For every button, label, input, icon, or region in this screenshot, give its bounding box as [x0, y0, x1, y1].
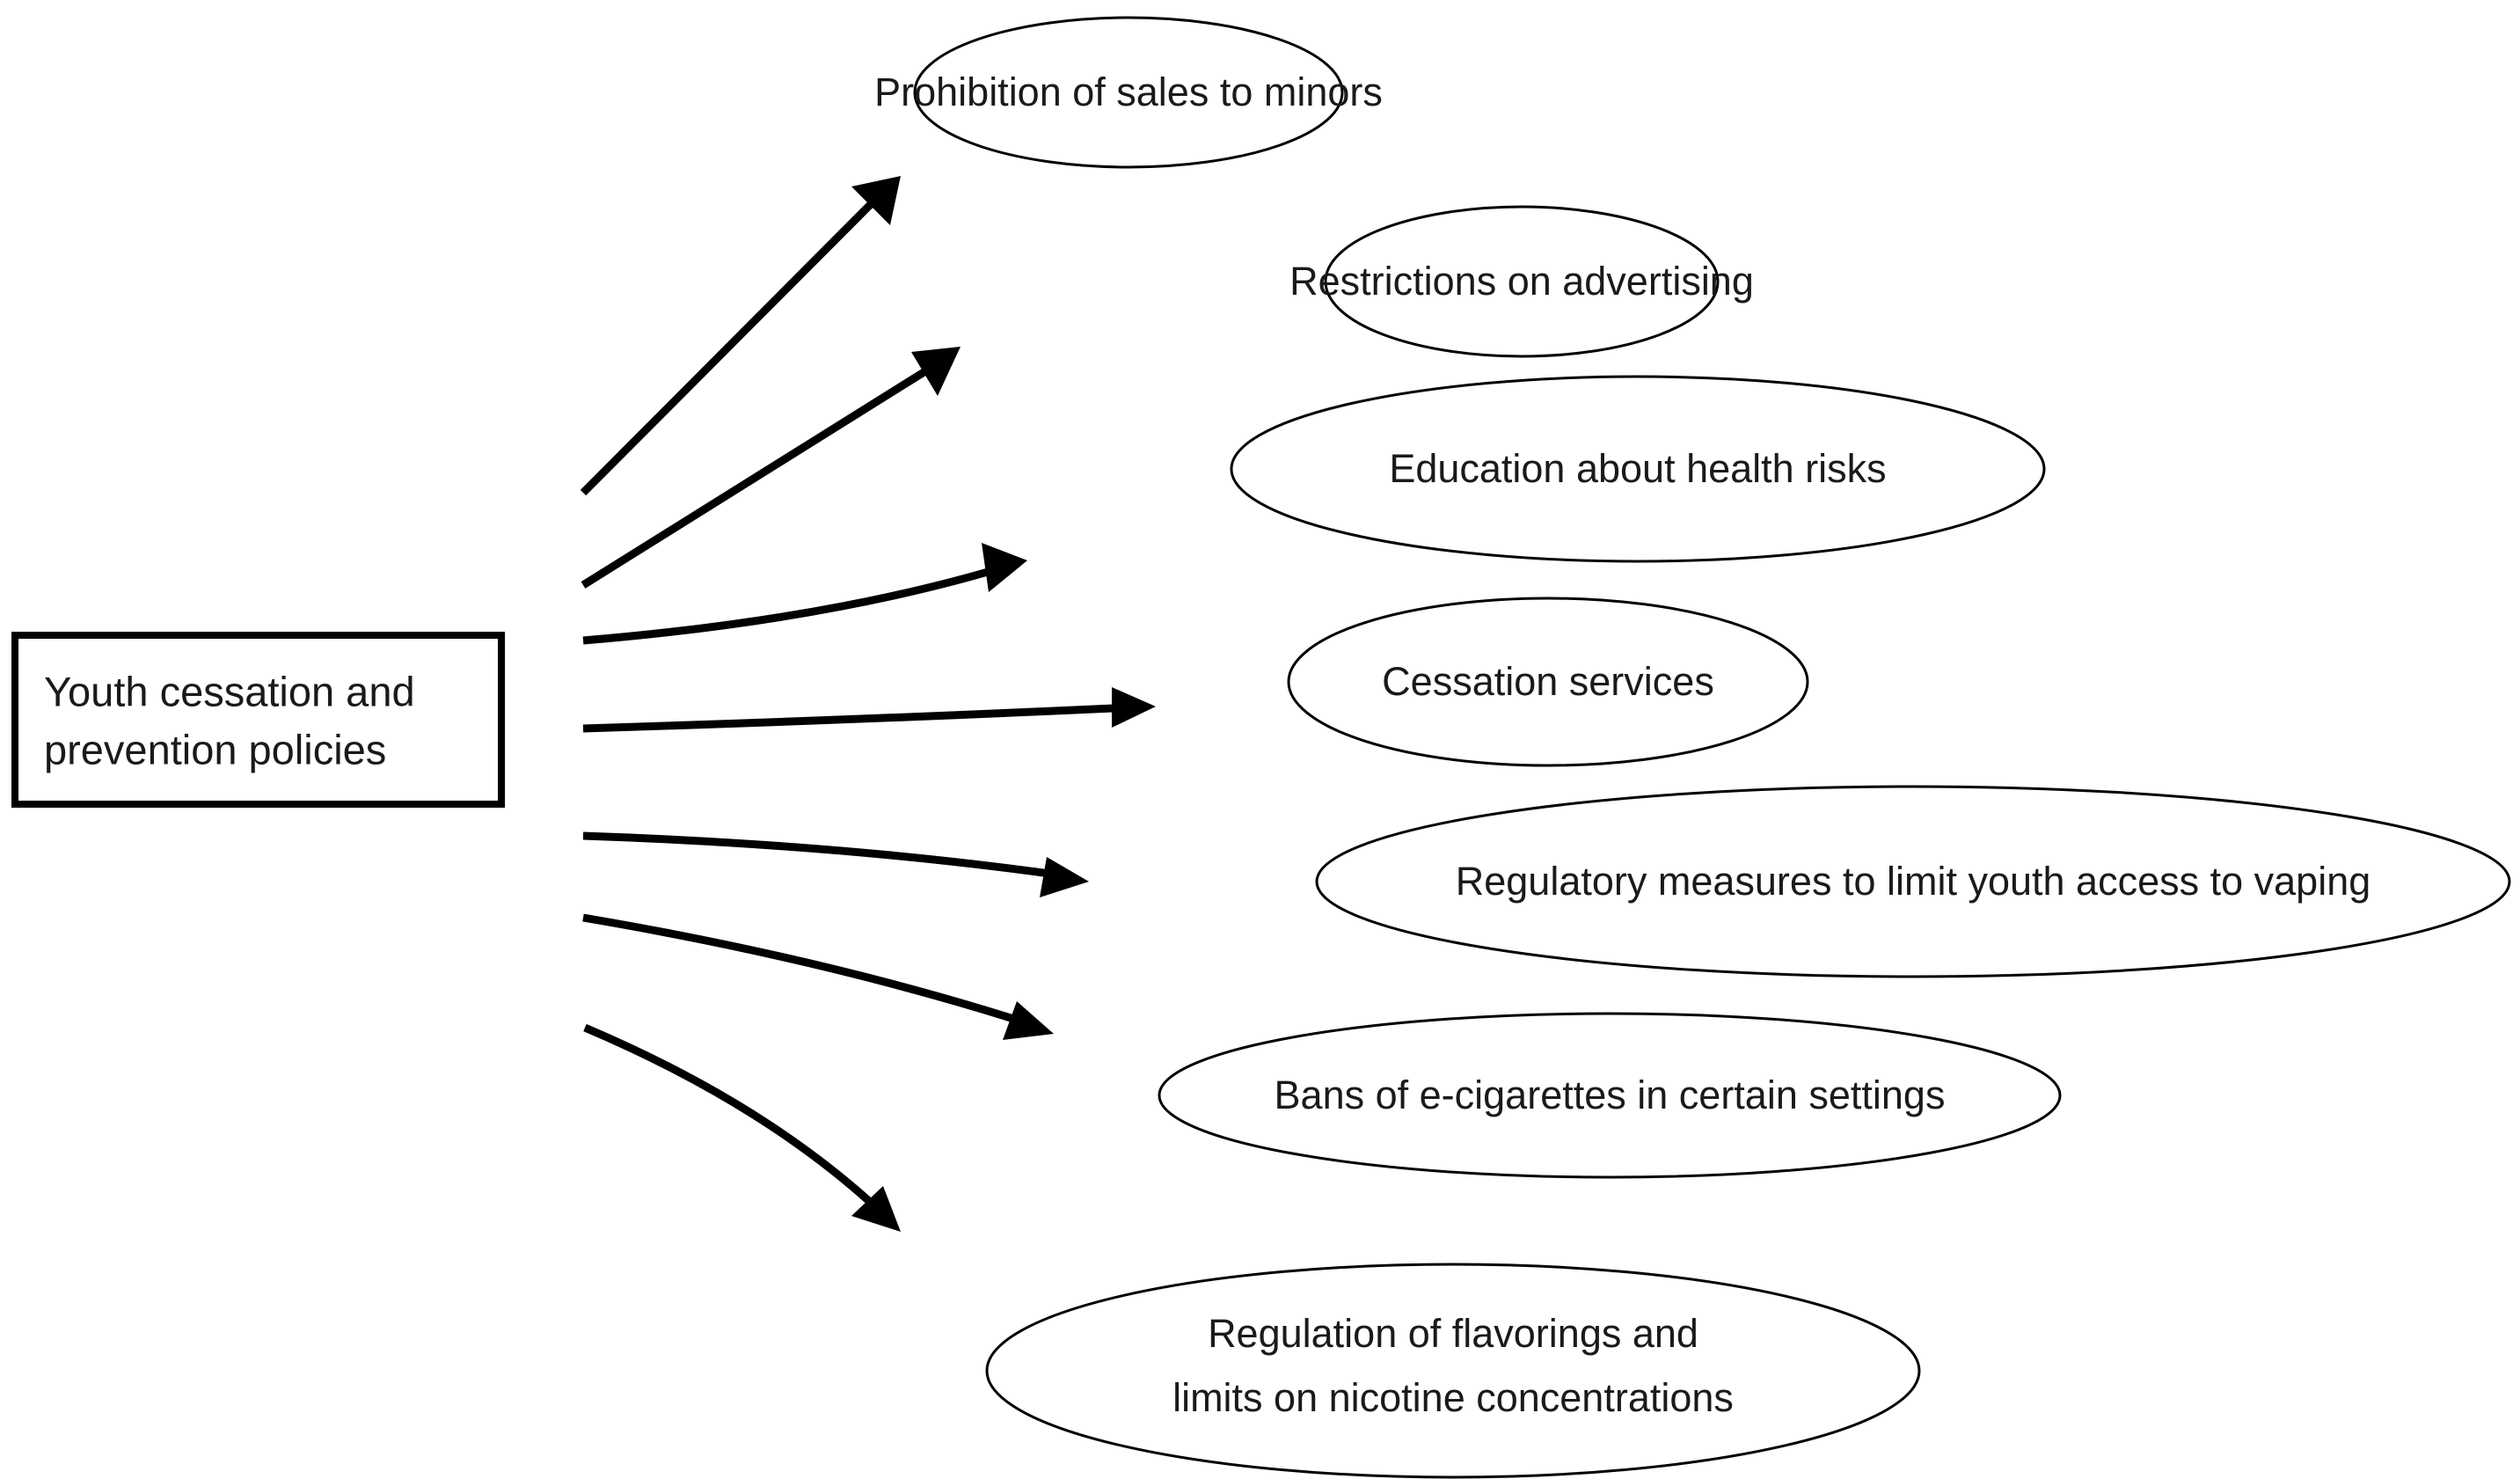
- arrow-head-5: [1040, 857, 1089, 897]
- target-node-bans-of-e-cigarettes-in-certain-settings[interactable]: Bans of e-cigarettes in certain settings: [1158, 1012, 2062, 1179]
- ellipse-shape-2[interactable]: [1324, 205, 1720, 358]
- ellipse-shape-3[interactable]: [1230, 375, 2046, 563]
- ellipse-label-7-line-1: Regulation of flavorings and: [1208, 1311, 1698, 1356]
- source-node-rect[interactable]: [11, 632, 505, 808]
- ellipse-label-7-line-2: limits on nicotine concentrations: [1172, 1375, 1734, 1420]
- target-node-cessation-services[interactable]: Cessation services: [1287, 597, 1809, 767]
- arrow-connector-2: [581, 347, 961, 589]
- arrow-head-1: [851, 176, 901, 225]
- arrow-connector-5: [582, 831, 1089, 897]
- ellipse-label-3: Education about health risks: [1389, 446, 1886, 491]
- arrow-connector-3: [582, 543, 1027, 645]
- arrow-shaft-2: [581, 359, 942, 589]
- ellipse-shape-6[interactable]: [1158, 1012, 2062, 1179]
- arrow-connector-1: [580, 176, 901, 496]
- source-node-box[interactable]: Youth cessation and prevention policies: [11, 632, 505, 808]
- arrow-head-7: [851, 1186, 901, 1232]
- arrow-shaft-1: [580, 192, 883, 496]
- arrow-shaft-6: [582, 913, 1029, 1028]
- arrow-shaft-3: [582, 563, 1004, 645]
- arrow-head-2: [911, 347, 961, 396]
- ellipse-label-4: Cessation services: [1382, 659, 1714, 704]
- target-node-regulatory-measures-to-limit-youth-access-to-vaping[interactable]: Regulatory measures to limit youth acces…: [1315, 785, 2511, 978]
- arrow-shaft-5: [582, 831, 1063, 880]
- ellipse-shape-1[interactable]: [913, 16, 1344, 169]
- ellipse-shape-7[interactable]: [985, 1263, 1921, 1479]
- source-node-label-line-1: Youth cessation and: [44, 668, 415, 714]
- ellipse-label-5: Regulatory measures to limit youth acces…: [1456, 859, 2371, 904]
- ellipse-shape-5[interactable]: [1315, 785, 2511, 978]
- arrow-head-3: [982, 543, 1027, 592]
- arrow-shaft-4: [582, 703, 1132, 733]
- arrow-connector-7: [583, 1023, 901, 1232]
- target-node-education-about-health-risks[interactable]: Education about health risks: [1230, 375, 2046, 563]
- target-node-regulation-of-flavorings-and-limits-on-nicotine-concentrations[interactable]: Regulation of flavorings and limits on n…: [985, 1263, 1921, 1479]
- ellipse-label-1: Prohibition of sales to minors: [874, 70, 1383, 114]
- ellipse-label-6: Bans of e-cigarettes in certain settings: [1275, 1073, 1946, 1117]
- arrow-connector-4: [582, 687, 1156, 733]
- target-node-restrictions-on-advertising[interactable]: Restrictions on advertising: [1289, 205, 1754, 358]
- arrow-head-4: [1112, 687, 1156, 728]
- target-node-prohibition-of-sales-to-minors[interactable]: Prohibition of sales to minors: [874, 16, 1383, 169]
- arrow-shaft-7: [583, 1023, 883, 1214]
- source-node-label-line-2: prevention policies: [44, 726, 386, 772]
- ellipse-shape-4[interactable]: [1287, 597, 1809, 767]
- arrow-head-6: [1003, 1001, 1054, 1040]
- ellipse-label-2: Restrictions on advertising: [1289, 259, 1754, 304]
- arrow-connector-6: [582, 913, 1054, 1040]
